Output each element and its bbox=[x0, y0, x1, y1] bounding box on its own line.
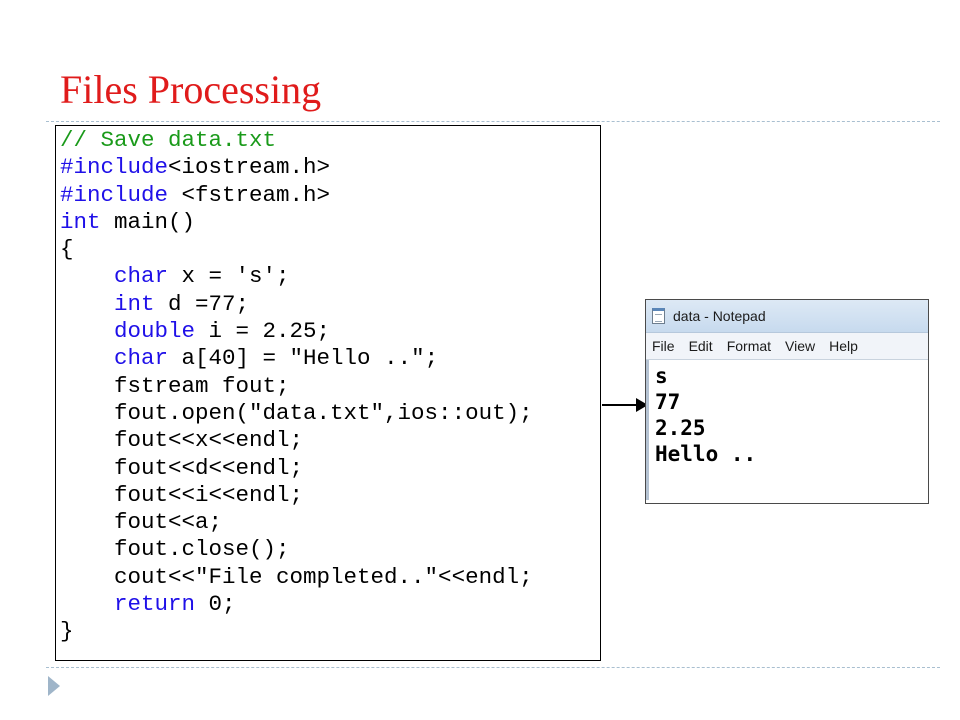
code-line: fout.close(); bbox=[60, 536, 600, 563]
code-text: main() bbox=[100, 208, 196, 235]
code-line: return 0; bbox=[60, 591, 600, 618]
code-line: fout<<x<<endl; bbox=[60, 427, 600, 454]
notepad-menubar: File Edit Format View Help bbox=[646, 333, 928, 360]
notepad-text-line: 77 bbox=[655, 390, 681, 414]
arrow-icon bbox=[602, 398, 648, 412]
code-line: double i = 2.25; bbox=[60, 318, 600, 345]
code-listing: // Save data.txt#include<iostream.h>#inc… bbox=[55, 125, 601, 661]
bottom-divider bbox=[46, 667, 940, 668]
code-line: int main() bbox=[60, 209, 600, 236]
code-keyword: int bbox=[60, 208, 101, 235]
slide-title: Files Processing bbox=[60, 67, 322, 112]
code-line: char x = 's'; bbox=[60, 263, 600, 290]
notepad-titlebar[interactable]: data - Notepad bbox=[646, 300, 928, 333]
code-keyword: char bbox=[114, 345, 169, 372]
menu-item-view[interactable]: View bbox=[785, 338, 816, 354]
code-line: #include <fstream.h> bbox=[60, 182, 600, 209]
code-keyword: char bbox=[114, 263, 169, 290]
code-keyword: double bbox=[114, 318, 196, 345]
notepad-icon bbox=[652, 308, 665, 324]
code-line: // Save data.txt bbox=[60, 127, 600, 154]
code-text: fout.open("data.txt",ios::out); bbox=[60, 399, 533, 426]
code-text: x = 's'; bbox=[168, 263, 290, 290]
code-text: { bbox=[60, 236, 74, 263]
code-text bbox=[60, 263, 114, 289]
code-text: d =77; bbox=[154, 290, 250, 317]
menu-item-file[interactable]: File bbox=[652, 338, 675, 354]
code-line: fout<<i<<endl; bbox=[60, 482, 600, 509]
menu-item-help[interactable]: Help bbox=[829, 338, 858, 354]
notepad-text-line: Hello .. bbox=[655, 442, 757, 466]
code-comment: // Save data.txt bbox=[60, 127, 277, 153]
code-text: 0; bbox=[195, 591, 236, 618]
notepad-title: data - Notepad bbox=[673, 308, 766, 324]
code-text: } bbox=[60, 618, 74, 645]
code-text: <iostream.h> bbox=[168, 154, 331, 181]
code-line: fstream fout; bbox=[60, 373, 600, 400]
code-text: fout<<x<<endl; bbox=[60, 427, 304, 454]
code-line: int d =77; bbox=[60, 291, 600, 318]
code-text: fstream fout; bbox=[60, 372, 290, 399]
code-line: #include<iostream.h> bbox=[60, 154, 600, 181]
code-keyword: #include bbox=[60, 181, 169, 208]
code-text bbox=[60, 591, 114, 617]
code-text: fout<<i<<endl; bbox=[60, 481, 304, 508]
code-text: a[40] = "Hello .."; bbox=[168, 345, 439, 372]
top-divider bbox=[46, 121, 940, 122]
bullet-triangle-icon bbox=[48, 676, 60, 696]
code-keyword: return bbox=[114, 591, 196, 618]
code-text: fout<<a; bbox=[60, 509, 223, 536]
code-text bbox=[60, 345, 114, 371]
code-text: <fstream.h> bbox=[168, 181, 331, 208]
code-line: fout.open("data.txt",ios::out); bbox=[60, 400, 600, 427]
code-keyword: int bbox=[114, 290, 155, 317]
code-line: { bbox=[60, 236, 600, 263]
code-text: i = 2.25; bbox=[195, 318, 331, 345]
code-line: fout<<d<<endl; bbox=[60, 455, 600, 482]
code-text: fout<<d<<endl; bbox=[60, 454, 304, 481]
code-text bbox=[60, 318, 114, 344]
code-keyword: #include bbox=[60, 154, 169, 181]
code-text bbox=[60, 291, 114, 317]
code-text: cout<<"File completed.."<<endl; bbox=[60, 563, 533, 590]
code-line: fout<<a; bbox=[60, 509, 600, 536]
notepad-text-line: s bbox=[655, 364, 668, 388]
code-line: cout<<"File completed.."<<endl; bbox=[60, 564, 600, 591]
code-line: char a[40] = "Hello .."; bbox=[60, 345, 600, 372]
menu-item-edit[interactable]: Edit bbox=[688, 338, 713, 354]
code-text: fout.close(); bbox=[60, 536, 290, 563]
notepad-text-line: 2.25 bbox=[655, 416, 706, 440]
menu-item-format[interactable]: Format bbox=[726, 338, 772, 354]
code-line: } bbox=[60, 618, 600, 645]
